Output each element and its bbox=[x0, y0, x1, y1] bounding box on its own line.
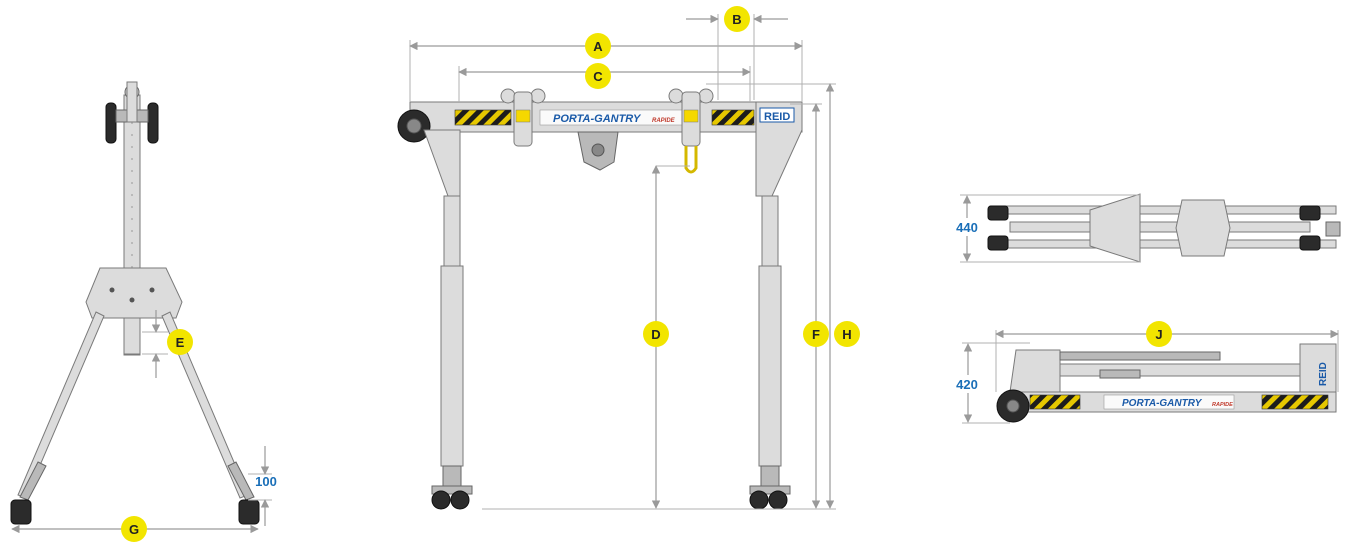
svg-text:E: E bbox=[176, 335, 185, 350]
front-caster-left bbox=[431, 485, 473, 510]
folded-brand: REID bbox=[1318, 362, 1329, 386]
front-brand: REID bbox=[764, 111, 790, 123]
svg-text:J: J bbox=[1155, 327, 1162, 342]
svg-text:H: H bbox=[842, 327, 851, 342]
front-left-end-plate bbox=[423, 129, 461, 197]
dim-100-value: 100 bbox=[255, 474, 277, 489]
side-view bbox=[10, 81, 260, 525]
dim-e bbox=[142, 310, 168, 378]
label-a: A bbox=[585, 33, 611, 59]
label-f: F bbox=[803, 321, 829, 347]
svg-text:B: B bbox=[732, 12, 741, 27]
label-b: B bbox=[724, 6, 750, 32]
front-right-end-plate bbox=[755, 101, 803, 197]
dim-440-value: 440 bbox=[956, 220, 978, 235]
top-wheel-assembly bbox=[105, 81, 159, 144]
dim-420-value: 420 bbox=[956, 377, 978, 392]
dim-h bbox=[706, 83, 836, 509]
folded-side-view: PORTA-GANTRY RAPIDE REID bbox=[996, 343, 1337, 423]
label-e: E bbox=[167, 329, 193, 355]
dim-b bbox=[686, 14, 788, 100]
front-view: PORTA-GANTRY RAPIDE REID bbox=[397, 88, 803, 510]
label-j: J bbox=[1146, 321, 1172, 347]
label-g: G bbox=[121, 516, 147, 542]
side-head-plate bbox=[85, 267, 183, 319]
dim-100 bbox=[248, 446, 272, 526]
dim-420 bbox=[952, 342, 1030, 424]
label-h: H bbox=[834, 321, 860, 347]
label-d: D bbox=[643, 321, 669, 347]
front-trolley-left bbox=[500, 88, 546, 147]
front-caster-right bbox=[749, 485, 791, 510]
svg-text:C: C bbox=[593, 69, 603, 84]
dim-f bbox=[790, 103, 822, 509]
folded-top-view bbox=[987, 193, 1341, 263]
front-trolley-right bbox=[668, 88, 714, 174]
dim-440 bbox=[952, 194, 1140, 263]
front-product-suffix: RAPIDE bbox=[652, 118, 676, 124]
svg-text:F: F bbox=[812, 327, 820, 342]
side-caster-right bbox=[238, 499, 260, 525]
folded-product-suffix: RAPIDE bbox=[1212, 402, 1233, 408]
svg-text:A: A bbox=[593, 39, 603, 54]
svg-text:D: D bbox=[651, 327, 660, 342]
front-hoist-block bbox=[577, 131, 619, 171]
svg-text:G: G bbox=[129, 522, 139, 537]
side-caster-left bbox=[10, 499, 32, 525]
label-c: C bbox=[585, 63, 611, 89]
folded-product-name: PORTA-GANTRY bbox=[1122, 398, 1203, 409]
front-product-name: PORTA-GANTRY bbox=[553, 113, 642, 125]
